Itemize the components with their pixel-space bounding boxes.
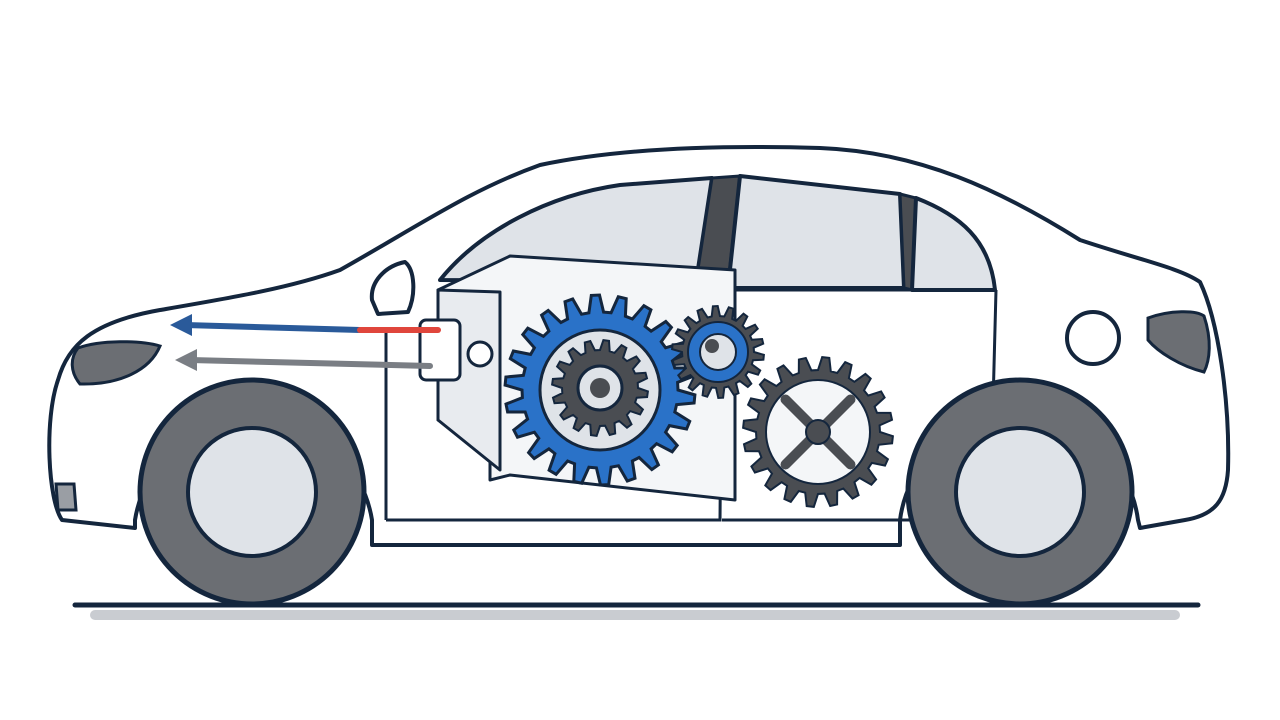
small-gear-axle xyxy=(705,339,719,353)
headlight xyxy=(70,340,163,386)
fog-light xyxy=(54,482,78,512)
inner-gear-axle xyxy=(590,378,610,398)
rear-gear xyxy=(742,356,894,508)
front-hub xyxy=(186,426,318,558)
small-gear-hub xyxy=(699,333,737,371)
fuel-cap xyxy=(1065,310,1121,366)
taillight xyxy=(1146,310,1211,374)
rear-hub xyxy=(954,426,1086,558)
arrow-upper-blue xyxy=(182,322,363,333)
side-mirror xyxy=(369,260,416,316)
main-gear xyxy=(503,293,697,487)
arrow-lower-grey xyxy=(187,357,433,369)
arrow-lower-head xyxy=(175,349,197,371)
rear-gear-hub xyxy=(805,419,831,445)
ground-shadow xyxy=(90,610,1180,620)
rear-wheel xyxy=(905,377,1135,607)
housing-bolt xyxy=(466,340,494,368)
ground xyxy=(72,602,1201,620)
flow-arrows xyxy=(170,314,441,371)
top-right-gear xyxy=(671,304,765,400)
front-wheel xyxy=(137,377,367,607)
arrow-upper-head xyxy=(170,314,192,336)
rear-window xyxy=(726,174,906,290)
